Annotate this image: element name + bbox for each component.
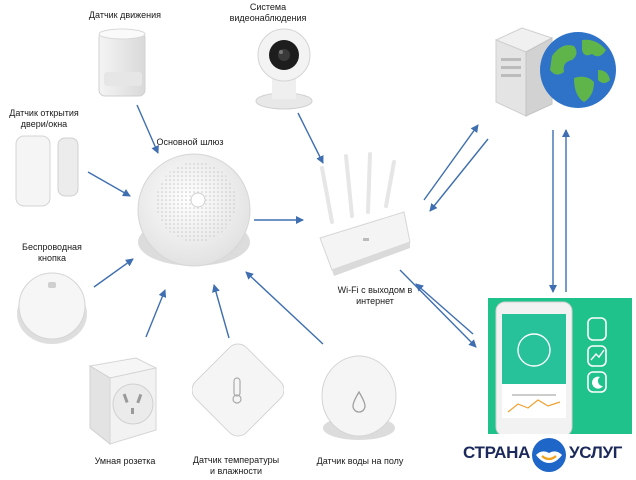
motion-sensor-icon	[98, 28, 146, 97]
arrow-phone-to-router	[415, 283, 474, 335]
router-label: Wi-Fi с выходом в интернет	[330, 285, 420, 307]
brand-right-text: УСЛУГ	[569, 443, 623, 462]
router-icon	[319, 152, 411, 276]
arrow-button-to-gateway	[93, 258, 134, 288]
temperature-sensor-icon	[192, 343, 284, 437]
arrow-motion-to-gateway	[136, 104, 159, 154]
arrow-socket-to-gateway	[145, 289, 167, 338]
temp-label: Датчик температуры и влажности	[186, 455, 286, 477]
arrow-server-to-router	[429, 138, 489, 212]
globe-icon	[540, 32, 616, 108]
button-label-line1: Беспроводная	[22, 242, 82, 252]
arrow-temp-to-gateway	[212, 284, 230, 339]
phone-app-icon	[488, 298, 632, 434]
socket-label: Умная розетка	[94, 456, 156, 466]
door-sensor-icon	[15, 135, 79, 207]
camera-label: Система видеонаблюдения	[228, 2, 308, 24]
smart-socket-icon	[88, 357, 158, 446]
camera-icon	[255, 28, 313, 110]
temp-label-line1: Датчик температуры	[192, 455, 280, 465]
brand-logo: СТРАНА УСЛУГ	[463, 437, 633, 472]
camera-label-line1: Система	[249, 2, 287, 12]
door-sensor-label-line2: двери/окна	[20, 119, 68, 129]
brand-left-text: СТРАНА	[463, 443, 531, 462]
arrow-router-to-phone	[399, 269, 477, 348]
handshake-icon	[532, 438, 566, 472]
gateway-label: Основной шлюз	[156, 137, 224, 147]
motion-sensor-label: Датчик движения	[88, 10, 162, 20]
router-label-line1: Wi-Fi с выходом в	[337, 285, 413, 295]
router-label-line2: интернет	[356, 296, 394, 306]
button-label: Беспроводная кнопка	[12, 242, 92, 264]
water-sensor-icon	[321, 355, 397, 440]
wireless-button-icon	[17, 272, 87, 344]
door-sensor-label: Датчик открытия двери/окна	[4, 108, 84, 130]
gateway-icon	[137, 153, 251, 267]
button-label-line2: кнопка	[38, 253, 66, 263]
water-label: Датчик воды на полу	[316, 456, 404, 466]
server-globe-group	[494, 27, 616, 117]
arrow-router-to-server	[423, 124, 479, 201]
arrow-door-to-gateway	[87, 171, 131, 197]
temp-label-line2: и влажности	[209, 466, 262, 476]
arrow-camera-to-router	[297, 112, 324, 164]
camera-label-line2: видеонаблюдения	[229, 13, 307, 23]
arrow-water-to-gateway	[245, 271, 324, 345]
door-sensor-label-line1: Датчик открытия	[9, 108, 79, 118]
